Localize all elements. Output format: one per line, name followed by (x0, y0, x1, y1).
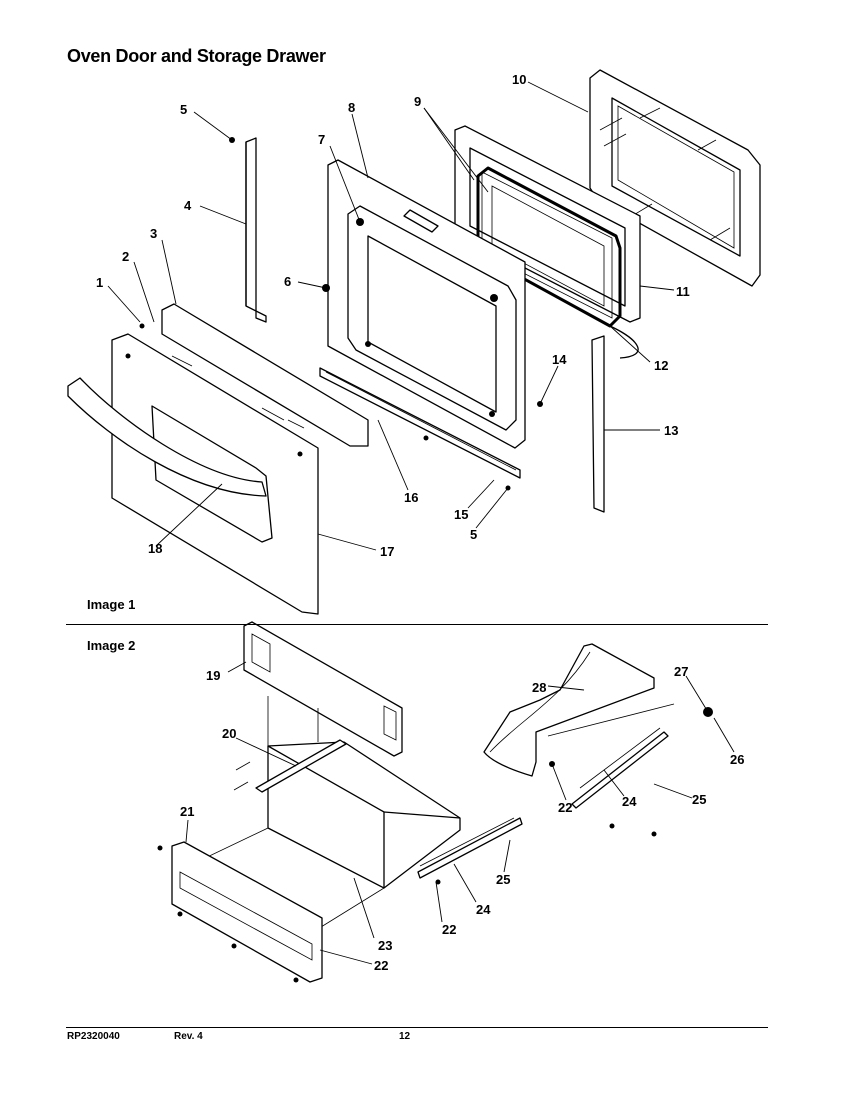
part-left-side-channel (245, 137, 267, 323)
callout-15: 15 (454, 507, 468, 522)
footer-page-number: 12 (399, 1031, 411, 1042)
callout-2: 2 (122, 249, 129, 264)
callout-16: 16 (404, 490, 418, 505)
callout-17: 17 (380, 544, 394, 559)
callout-20: 20 (222, 726, 236, 741)
part-cabinet-side-detail (483, 643, 655, 777)
image1-leader-lines (107, 81, 675, 551)
callout-22b: 22 (442, 922, 456, 937)
callout-10: 10 (512, 72, 526, 87)
callout-4: 4 (184, 198, 192, 213)
callout-22a: 22 (374, 958, 388, 973)
callout-1: 1 (96, 275, 103, 290)
part-outer-door-frame (589, 69, 761, 287)
image-2-label: Image 2 (87, 638, 136, 653)
callout-21: 21 (180, 804, 194, 819)
callout-24a: 24 (476, 902, 491, 917)
image-1-label: Image 1 (87, 597, 136, 612)
part-bottom-rail (319, 367, 521, 479)
footer-revision: Rev. 4 (174, 1031, 203, 1042)
callout-22c: 22 (558, 800, 572, 815)
part-top-trim (161, 303, 369, 447)
callout-13: 13 (664, 423, 678, 438)
part-door-handle (67, 377, 267, 497)
part-glass-panel (481, 171, 613, 319)
callout-28: 28 (532, 680, 546, 695)
callout-5b: 5 (470, 527, 477, 542)
callout-24b: 24 (622, 794, 637, 809)
callout-8: 8 (348, 100, 355, 115)
part-drawer-front (157, 841, 323, 983)
section-divider (66, 624, 768, 625)
callout-12: 12 (654, 358, 668, 373)
callout-3: 3 (150, 226, 157, 241)
callout-25a: 25 (496, 872, 510, 887)
part-drawer-slide (417, 817, 523, 885)
part-drawer-back-panel (243, 621, 403, 757)
callout-18: 18 (148, 541, 162, 556)
callout-6: 6 (284, 274, 291, 289)
image2-leader-lines (185, 661, 735, 965)
callout-26: 26 (730, 752, 744, 767)
part-door-liner (327, 159, 526, 449)
page-title: Oven Door and Storage Drawer (67, 46, 326, 66)
part-right-side-channel (591, 335, 605, 513)
callout-27: 27 (674, 664, 688, 679)
callout-7: 7 (318, 132, 325, 147)
callout-11: 11 (676, 284, 690, 299)
callout-14: 14 (552, 352, 567, 367)
part-detail-slide-assembly (547, 703, 713, 837)
callout-23: 23 (378, 938, 392, 953)
callout-19: 19 (206, 668, 220, 683)
callout-5a: 5 (180, 102, 187, 117)
footer-document-code: RP2320040 (67, 1031, 120, 1042)
callout-25b: 25 (692, 792, 706, 807)
part-drawer-top-rail (233, 739, 347, 793)
footer-divider (66, 1027, 768, 1028)
callout-9: 9 (414, 94, 421, 109)
